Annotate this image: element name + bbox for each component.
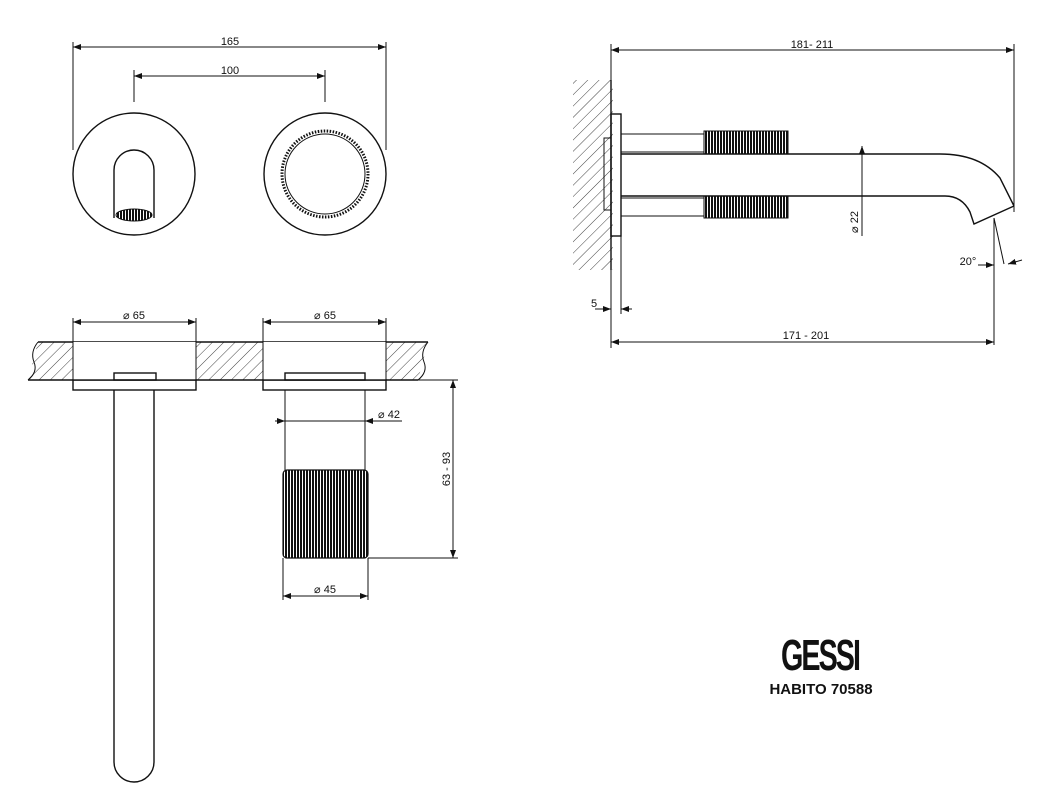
handle-plate	[263, 112, 387, 236]
dim-stem: ⌀ 42	[378, 409, 400, 421]
side-handle-knurl-bottom	[703, 195, 789, 219]
wall-section	[573, 80, 613, 270]
gessi-logo: GESSI	[781, 631, 860, 680]
spout-top-view	[113, 390, 155, 783]
dim-overall-width: 165	[221, 36, 239, 48]
dim-center-distance: 100	[221, 65, 239, 77]
spout-plate	[72, 112, 196, 236]
front-view: 165 100	[72, 36, 387, 236]
dim-plate-right: ⌀ 65	[314, 310, 336, 322]
brand-block: GESSI HABITO 70588	[769, 631, 872, 698]
dim-handle: ⌀ 45	[314, 584, 336, 596]
left-wall-plate	[72, 379, 197, 391]
product-name: HABITO 70588	[769, 681, 872, 698]
dim-spout-angle: 20°	[960, 256, 977, 268]
handle-knurl-top-view	[282, 469, 369, 559]
dim-handle-projection: 63 - 93	[441, 452, 453, 486]
right-wall-plate	[262, 379, 387, 391]
aerator-icon	[115, 208, 153, 222]
top-section-view: ⌀ 65 ⌀ 65 ⌀ 42 ⌀ 45 63 - 93	[27, 310, 458, 783]
spout-bottom-edge	[621, 195, 1015, 225]
side-view: 181- 211 ⌀ 22 20° 5 171 - 201	[573, 39, 1023, 348]
handle-knurl-ring	[280, 129, 370, 219]
dim-spout-diameter: ⌀ 22	[849, 211, 861, 233]
dim-spout-reach: 171 - 201	[783, 330, 829, 342]
spout-front	[113, 149, 155, 218]
side-handle-knurl-top	[703, 130, 789, 155]
dim-plate-left: ⌀ 65	[123, 310, 145, 322]
dim-plate-thickness: 5	[591, 298, 597, 310]
spout-top-edge	[621, 153, 1015, 207]
dim-spout-total: 181- 211	[791, 39, 834, 51]
